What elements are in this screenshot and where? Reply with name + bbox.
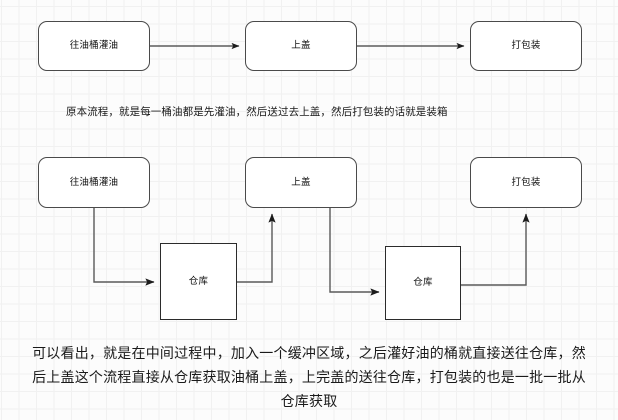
node-label: 仓库 — [413, 277, 433, 289]
node-cap-1[interactable]: 上盖 — [245, 21, 357, 71]
node-label: 往油桶灌油 — [69, 176, 119, 188]
node-label: 仓库 — [188, 275, 209, 287]
node-label: 打包装 — [511, 40, 541, 52]
arrow-warehouse-1-to-cap-2 — [237, 213, 276, 283]
node-fill-oil-2[interactable]: 往油桶灌油 — [38, 157, 150, 208]
node-pack-1[interactable]: 打包装 — [470, 21, 582, 71]
node-label: 往油桶灌油 — [69, 40, 119, 52]
caption-buffered-process: 可以看出，就是在中间过程中，加入一个缓冲区域，之后灌好油的桶就直接送往仓库，然后… — [32, 346, 586, 410]
node-label: 上盖 — [291, 176, 311, 188]
node-warehouse-2[interactable]: 仓库 — [385, 246, 461, 320]
node-label: 打包装 — [511, 176, 541, 188]
node-pack-2[interactable]: 打包装 — [470, 157, 582, 208]
node-warehouse-1[interactable]: 仓库 — [160, 243, 237, 320]
node-fill-oil-1[interactable]: 往油桶灌油 — [38, 21, 150, 71]
arrow-cap-2-to-warehouse-2 — [329, 208, 380, 296]
arrow-warehouse-2-to-pack-2 — [461, 213, 530, 286]
caption-original-process: 原本流程，就是每一桶油都是先灌油，然后送过去上盖，然后打包装的话就是装箱 — [66, 106, 448, 118]
arrow-fill-oil-2-to-warehouse-1 — [93, 208, 155, 286]
node-cap-2[interactable]: 上盖 — [245, 157, 357, 208]
node-label: 上盖 — [291, 40, 311, 52]
